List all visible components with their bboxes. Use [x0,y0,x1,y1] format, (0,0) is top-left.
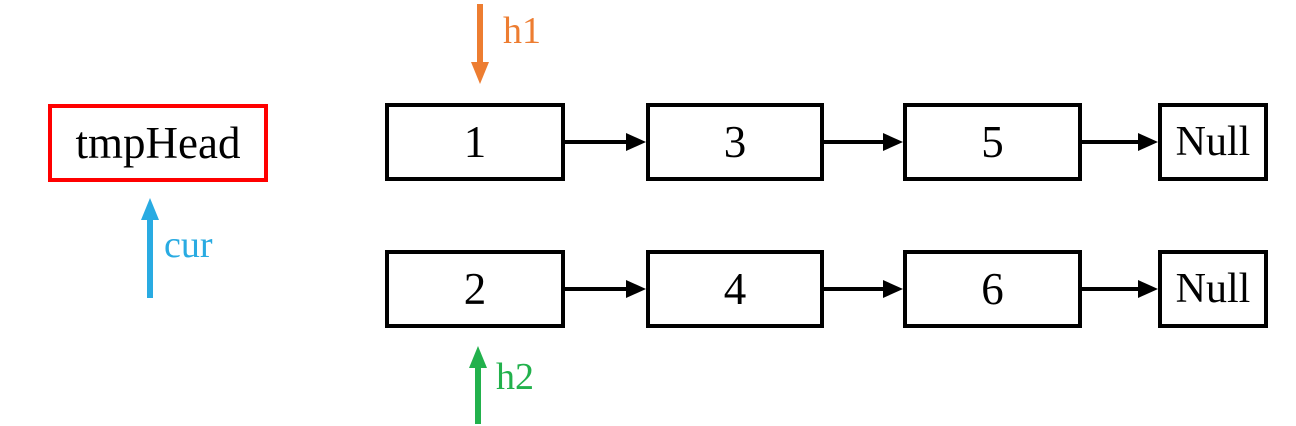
h1-pointer-arrow-icon [471,4,489,84]
tmphead-label: tmpHead [75,117,241,168]
list2-node-2-value: 4 [723,263,747,314]
cur-pointer-arrow-icon [141,198,159,298]
list1-null-box: Null [1158,103,1268,181]
list2-node-2: 4 [646,250,824,328]
h2-pointer-label: h2 [496,356,534,398]
list1-next-arrow-2-icon [824,133,903,151]
list1-null-label: Null [1175,119,1251,165]
h1-pointer-label: h1 [503,10,541,52]
tmphead-box: tmpHead [48,104,268,182]
list1-node-2: 3 [646,103,824,181]
h2-pointer-arrow-icon [469,346,487,424]
list1-next-arrow-1-icon [565,133,646,151]
list1-node-2-value: 3 [723,116,747,167]
list2-null-box: Null [1158,250,1268,328]
list2-next-arrow-3-icon [1082,280,1158,298]
list2-node-3-value: 6 [981,263,1004,314]
list2-next-arrow-2-icon [824,280,903,298]
list2-next-arrow-1-icon [565,280,646,298]
list2-node-1: 2 [385,250,565,328]
list1-node-3: 5 [903,103,1082,181]
list2-null-label: Null [1175,266,1251,312]
list1-node-1-value: 1 [463,116,487,167]
list2-node-1-value: 2 [463,263,487,314]
list1-node-3-value: 5 [981,116,1004,167]
cur-pointer-label: cur [164,224,213,266]
list1-next-arrow-3-icon [1082,133,1158,151]
list2-node-3: 6 [903,250,1082,328]
list1-node-1: 1 [385,103,565,181]
